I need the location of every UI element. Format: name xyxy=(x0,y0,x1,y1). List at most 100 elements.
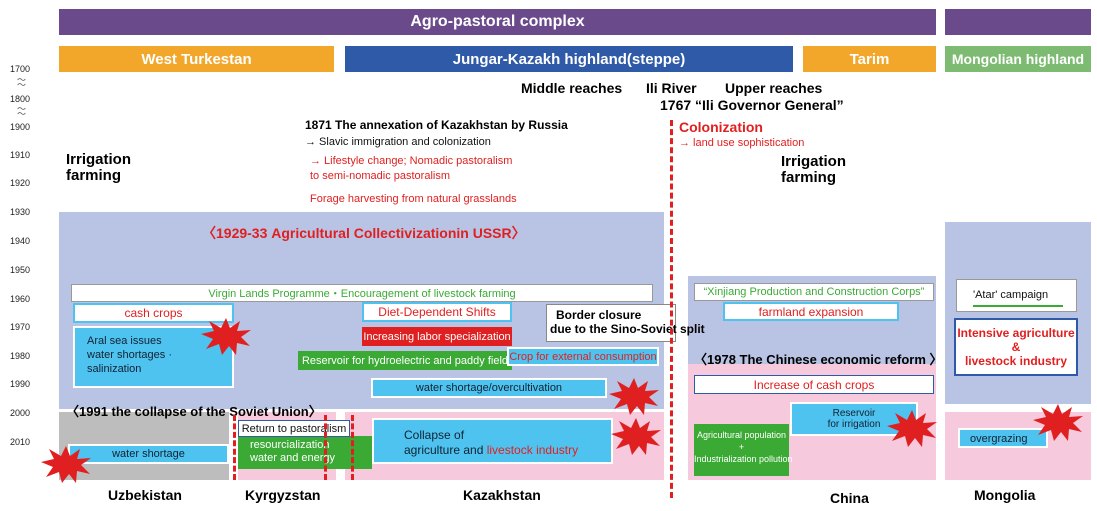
country-uzbekistan: Uzbekistan xyxy=(108,487,182,503)
year-label: 2000 xyxy=(10,408,31,418)
atar-campaign-text: 'Atar' campaign xyxy=(973,289,1049,301)
reservoir-irrigation-box: Reservoir for irrigation xyxy=(790,402,918,436)
year-label: 1990 xyxy=(10,379,31,389)
year-label: 1800 xyxy=(10,94,31,104)
ili-river-label: Ili River xyxy=(646,80,697,96)
kz-collapse-line1: Collapse of xyxy=(404,428,465,442)
region-jungar: Jungar-Kazakh highland(steppe) xyxy=(345,46,793,72)
kz-collapse-line2b: livestock industry xyxy=(486,443,579,457)
cash-crops-box: cash crops xyxy=(73,303,234,323)
annexation-label: 1871 The annexation of Kazakhstan by Rus… xyxy=(305,118,568,132)
intensive-agri-text: Intensive agriculture & livestock indust… xyxy=(957,326,1075,368)
year-label: 1900 xyxy=(10,122,31,132)
lifestyle-note-1: → Lifestyle change; Nomadic pastoralism xyxy=(310,155,513,167)
country-kyrgyzstan: Kyrgyzstan xyxy=(245,487,321,503)
forage-note: Forage harvesting from natural grassland… xyxy=(310,193,517,205)
slavic-note: → Slavic immigration and colonization xyxy=(305,136,491,148)
reservoir-hydro-text: Reservoir for hydroelectric and paddy fi… xyxy=(301,354,509,367)
agri-population-line3: Industrialization pollution xyxy=(694,454,793,464)
aral-sea-text: Aral sea issues water shortages · salini… xyxy=(87,335,172,375)
year-label: 1910 xyxy=(10,150,31,160)
aral-sea-box: Aral sea issues water shortages · salini… xyxy=(73,326,234,388)
region-west-turkestan-label: West Turkestan xyxy=(141,50,252,68)
country-mongolia: Mongolia xyxy=(974,487,1036,503)
year-label: 1960 xyxy=(10,294,31,304)
farmland-expansion-text: farmland expansion xyxy=(758,304,864,319)
cash-crops-text: cash crops xyxy=(124,306,183,320)
virgin-lands-box: Virgin Lands Programme・Encouragement of … xyxy=(71,284,653,302)
cash-crops-china-box: Increase of cash crops xyxy=(694,375,934,394)
agri-population-line2: + xyxy=(738,442,745,452)
tilde-mark: 〜〜 xyxy=(17,75,27,90)
year-label: 1980 xyxy=(10,351,31,361)
return-pastoralism-text: Return to pastoralism xyxy=(241,422,347,435)
uz-water-shortage-box: water shortage xyxy=(68,444,229,464)
burst-icon xyxy=(609,378,659,415)
border-closure-box: Border closure due to the Sino-Soviet sp… xyxy=(546,304,705,342)
region-jungar-label: Jungar-Kazakh highland(steppe) xyxy=(452,50,686,68)
year-label: 1930 xyxy=(10,207,31,217)
country-china: China xyxy=(830,490,869,506)
agro-pastoral-complex-title: Agro-pastoral complex xyxy=(410,13,585,30)
xinjiang-box: “Xinjiang Production and Construction Co… xyxy=(694,283,934,301)
water-overcultivation-box: water shortage/overcultivation xyxy=(371,378,607,398)
irrigation-farming-left: Irrigation farming xyxy=(66,151,132,184)
virgin-lands-text: Virgin Lands Programme・Encouragement of … xyxy=(208,288,516,300)
upper-reaches-label: Upper reaches xyxy=(725,80,823,96)
tilde-mark: 〜〜 xyxy=(17,104,27,119)
burst-icon xyxy=(611,418,661,455)
lifestyle-note-2: to semi-nomadic pastoralism xyxy=(310,170,450,182)
mongolia-band-upper xyxy=(945,222,1091,404)
intensive-agri-box: Intensive agriculture & livestock indust… xyxy=(954,318,1078,376)
border-dashed-line-kyrgyz-right2 xyxy=(351,415,354,480)
diet-shifts-box: Diet-Dependent Shifts xyxy=(362,302,512,322)
labor-specialization-box: Increasing labor specialization xyxy=(362,327,512,346)
year-label: 1950 xyxy=(10,265,31,275)
agri-population-line1: Agricultural population xyxy=(696,430,787,440)
overgrazing-text: overgrazing xyxy=(970,433,1028,445)
chinese-reform-label: 〈1978 The Chinese economic reform 〉 xyxy=(694,352,943,367)
border-dashed-line-ili xyxy=(670,120,673,498)
border-closure-line2: due to the Sino-Soviet split xyxy=(550,322,705,336)
agro-pastoral-complex-bar: Agro-pastoral complex xyxy=(59,9,936,35)
agro-pastoral-complex-bar-right xyxy=(945,9,1091,35)
irrigation-farming-right: Irrigation farming xyxy=(781,153,847,186)
region-tarim: Tarim xyxy=(803,46,936,72)
resourcialization-line1: resourcialization xyxy=(250,439,330,451)
resourcialization-line2: water and energy xyxy=(250,452,335,464)
region-mongolian-highland: Mongolian highland xyxy=(945,46,1091,72)
soviet-collapse-label: 〈1991 the collapse of the Soviet Union〉 xyxy=(66,404,322,419)
year-label: 1920 xyxy=(10,178,31,188)
diet-shifts-text: Diet-Dependent Shifts xyxy=(378,305,496,319)
burst-icon xyxy=(41,446,91,483)
xinjiang-text: “Xinjiang Production and Construction Co… xyxy=(703,286,925,298)
border-dashed-line-kyrgyz-right xyxy=(324,415,327,480)
year-label: 1940 xyxy=(10,236,31,246)
region-mongolian-highland-label: Mongolian highland xyxy=(951,51,1085,67)
resourcialization-box: resourcialization water and energy xyxy=(238,436,372,469)
year-label: 1700 xyxy=(10,64,31,74)
overgrazing-box: overgrazing xyxy=(958,428,1048,448)
atar-campaign-box: 'Atar' campaign xyxy=(956,279,1077,312)
water-overcultivation-text: water shortage/overcultivation xyxy=(415,382,563,394)
labor-specialization-text: Increasing labor specialization xyxy=(363,330,511,343)
farmland-expansion-box: farmland expansion xyxy=(723,302,899,321)
collectivization-label: 〈1929-33 Agricultural Collectivizationin… xyxy=(202,225,526,241)
agri-population-box: Agricultural population + Industrializat… xyxy=(694,424,793,476)
burst-icon xyxy=(201,318,251,355)
kz-collapse-line2: agriculture and livestock industry xyxy=(404,443,611,458)
kz-collapse-line2a: agriculture and xyxy=(404,443,487,457)
crop-external-box: Crop for external consumption xyxy=(507,347,659,366)
middle-reaches-label: Middle reaches xyxy=(521,80,623,96)
border-dashed-line-kyrgyz-left xyxy=(233,415,236,480)
cash-crops-china-text: Increase of cash crops xyxy=(753,377,875,392)
reservoir-hydro-box: Reservoir for hydroelectric and paddy fi… xyxy=(298,351,512,370)
reservoir-irrigation-text: Reservoir for irrigation xyxy=(827,408,881,430)
ili-governor-label: 1767 “Ili Governor General” xyxy=(660,97,844,113)
year-label: 1970 xyxy=(10,322,31,332)
country-kazakhstan: Kazakhstan xyxy=(463,487,541,503)
burst-icon xyxy=(1033,404,1083,441)
colonization-label: Colonization xyxy=(679,119,763,135)
atar-underline xyxy=(973,305,1063,307)
return-pastoralism-box: Return to pastoralism xyxy=(238,420,350,437)
